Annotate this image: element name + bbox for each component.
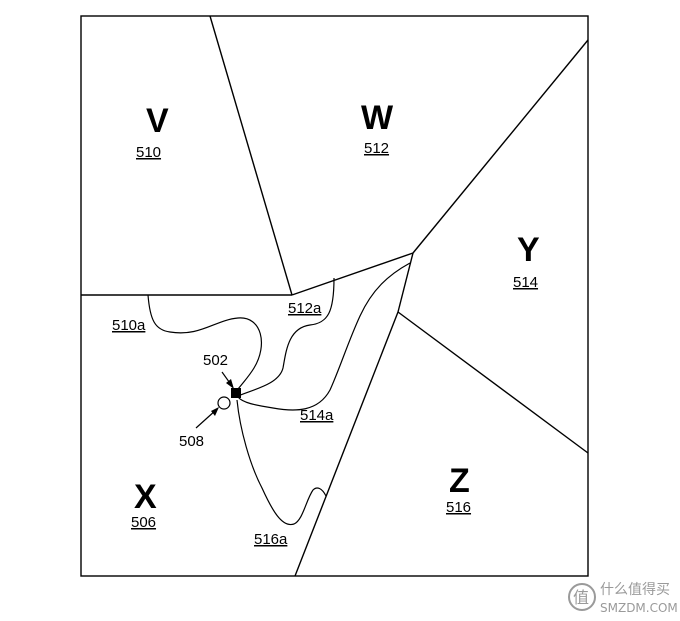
watermark-cn: 什么值得买 [600,581,670,598]
location-marker-508 [217,396,231,410]
region-w-number: 512 [364,140,389,157]
region-w-letter: W [361,99,394,137]
region-v-number: 510 [136,144,161,161]
label-508: 508 [179,433,204,450]
border-w-y [412,39,589,254]
label-512a: 512a [288,300,322,317]
arrowhead-502 [226,379,234,389]
watermark-logo-glyph: 值 [573,588,589,607]
region-x-letter: X [134,478,157,516]
border-v-w [209,15,293,296]
region-z-letter: Z [449,462,470,500]
path-512a [237,277,335,397]
region-y-number: 514 [513,274,538,291]
arrowhead-508 [211,407,219,416]
path-510a [147,294,263,395]
region-z-number: 516 [446,499,471,516]
path-516a [236,399,327,526]
region-y-letter: Y [517,231,540,269]
device-marker-502 [231,388,241,398]
border-w-x [291,252,414,296]
watermark-en: SMZDM.COM [600,601,678,615]
label-510a: 510a [112,317,146,334]
label-516a: 516a [254,531,288,548]
watermark: 值 什么值得买 SMZDM.COM [568,581,678,615]
border-x-y [397,252,414,313]
region-x-number: 506 [131,514,156,531]
map-frame [80,15,589,577]
border-x-z [294,311,399,577]
label-502: 502 [203,352,228,369]
label-514a: 514a [300,407,334,424]
watermark-logo [568,583,596,611]
border-y-z [397,311,589,454]
region-v-letter: V [146,102,169,140]
path-514a [237,262,411,411]
